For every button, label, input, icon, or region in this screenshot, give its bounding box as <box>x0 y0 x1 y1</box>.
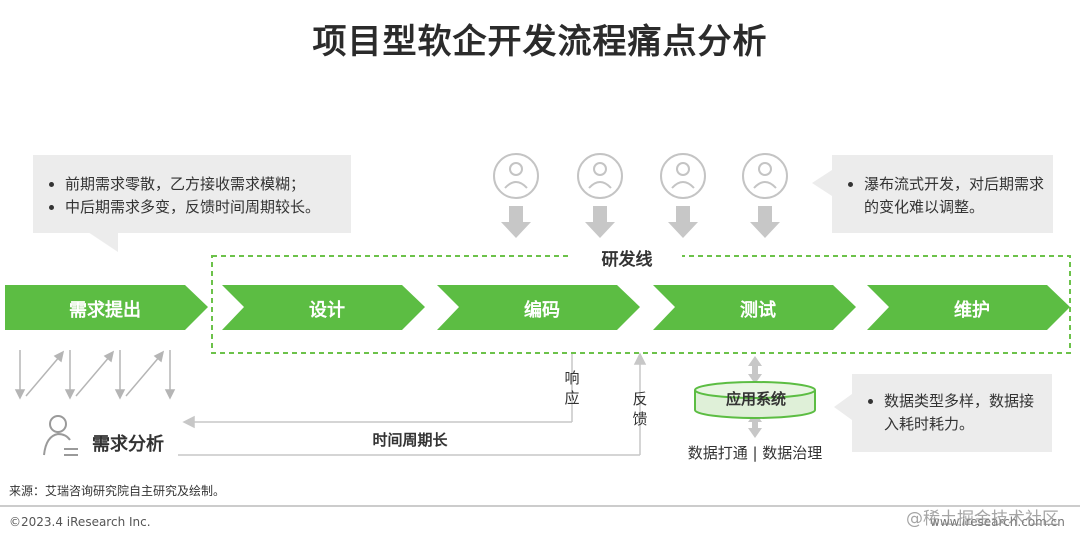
stage-label-coding: 编码 <box>524 300 560 321</box>
page-title: 项目型软企开发流程痛点分析 <box>312 22 768 62</box>
requirement-analysis-label: 需求分析 <box>92 434 164 455</box>
db-label: 应用系统 <box>725 390 786 408</box>
application-system-db <box>694 381 816 419</box>
rd-line-label: 研发线 <box>572 245 682 270</box>
feedback-line <box>178 352 647 456</box>
stage-chevron-maintenance <box>867 285 1070 330</box>
timeline-response-line <box>182 354 573 429</box>
developer-icon <box>577 153 623 199</box>
callout-db-pointer <box>834 394 852 420</box>
response-label: 响应 <box>564 369 580 407</box>
db-sub-label: 数据打通 | 数据治理 <box>687 444 823 462</box>
callout-item: 前期需求零散，乙方接收需求模糊； <box>65 173 341 196</box>
feedback-label: 反馈 <box>632 390 648 428</box>
watermark: @稀土掘金技术社区 <box>906 509 1059 529</box>
stage-chevron-design <box>222 285 425 330</box>
copyright: ©2023.4 iResearch Inc. <box>9 515 151 529</box>
developer-icon <box>742 153 788 199</box>
stage-chevron-requirement <box>5 285 208 330</box>
developer-icon <box>493 153 539 199</box>
stage-chevron-coding <box>437 285 640 330</box>
developer-icon <box>660 153 706 199</box>
callout-data-issue: 数据类型多样，数据接入耗时耗力。 <box>852 374 1052 452</box>
callout-requirement-issues: 前期需求零散，乙方接收需求模糊； 中后期需求多变，反馈时间周期较长。 <box>33 155 351 233</box>
timeline-label: 时间周期长 <box>372 431 448 449</box>
down-arrow-icon <box>668 206 698 238</box>
callout-item: 瀑布流式开发，对后期需求的变化难以调整。 <box>864 173 1045 219</box>
down-arrow-icon <box>750 206 780 238</box>
callout-item: 数据类型多样，数据接入耗时耗力。 <box>884 390 1044 436</box>
callout-right-pointer <box>812 170 832 196</box>
callout-left-pointer <box>88 232 118 252</box>
requirement-exchange-arrows <box>14 350 176 400</box>
down-arrow-icon <box>501 206 531 238</box>
callout-waterfall-issue: 瀑布流式开发，对后期需求的变化难以调整。 <box>832 155 1053 233</box>
stage-label-design: 设计 <box>309 300 345 321</box>
stage-chevron-testing <box>653 285 856 330</box>
stage-label-maintenance: 维护 <box>954 300 990 321</box>
callout-item: 中后期需求多变，反馈时间周期较长。 <box>65 196 341 219</box>
person-analysis-icon <box>43 415 78 456</box>
site-url: www.iresearch.com.cn <box>930 515 1065 529</box>
stage-label-testing: 测试 <box>740 300 776 321</box>
down-arrow-icon <box>585 206 615 238</box>
stage-label-requirement: 需求提出 <box>69 300 141 321</box>
source-note: 来源：艾瑞咨询研究院自主研究及绘制。 <box>9 484 226 498</box>
